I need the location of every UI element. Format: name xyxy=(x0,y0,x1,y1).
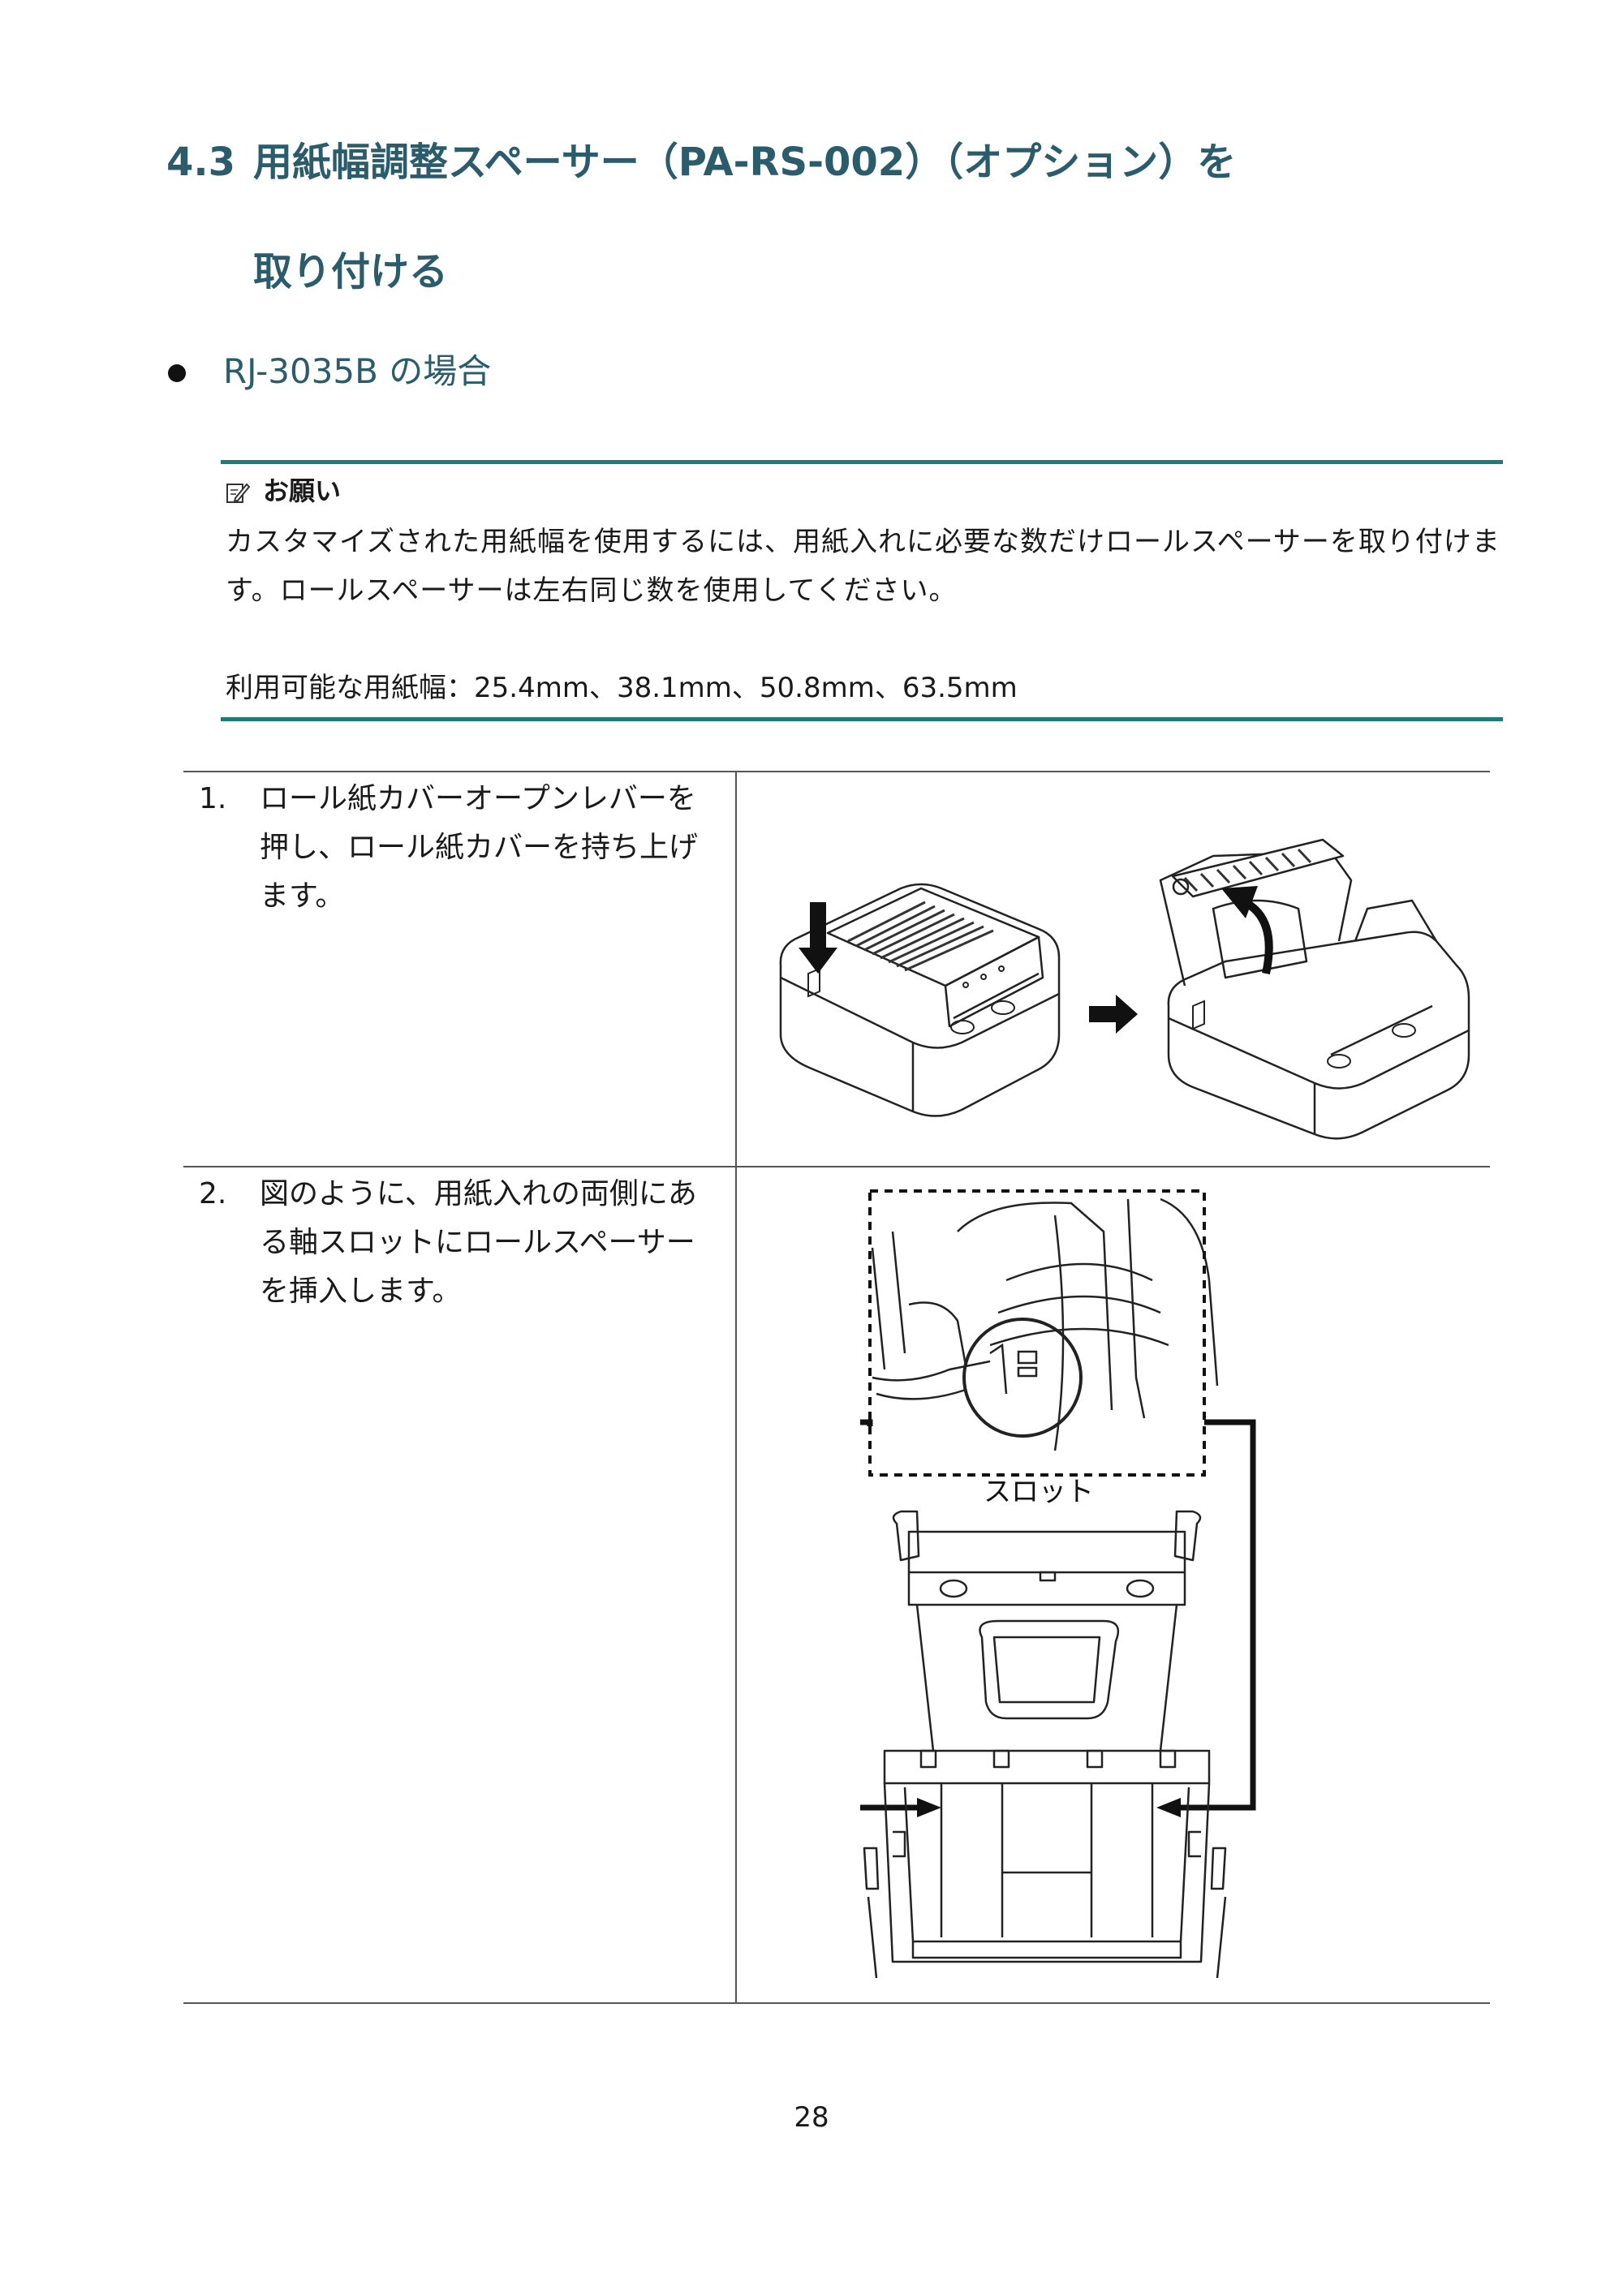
note-bottom-rule xyxy=(221,717,1503,721)
note-title: お願い xyxy=(226,475,341,507)
note-title-text: お願い xyxy=(263,475,342,506)
step-number: 1. xyxy=(199,782,227,815)
section-title-line1: 用紙幅調整スペーサー（PA-RS-002）（オプション）を xyxy=(253,140,1237,185)
step-text: 図のように、用紙入れの両側にある軸スロットにロールスペーサーを挿入します。 xyxy=(260,1177,697,1308)
page-number: 28 xyxy=(794,2101,829,2134)
table-bottom-border xyxy=(183,2002,1490,2004)
step-number: 2. xyxy=(199,1177,227,1210)
table-top-border xyxy=(183,771,1490,772)
section-title-line2: 取り付ける xyxy=(253,249,449,295)
note-top-rule xyxy=(221,460,1503,464)
table-column-divider xyxy=(735,771,737,2004)
table-row-divider xyxy=(183,1166,1490,1167)
slot-label: スロット xyxy=(984,1476,1094,1508)
step-1: 1. ロール紙カバーオープンレバーを押し、ロール紙カバーを持ち上げます。 xyxy=(199,775,718,921)
section-number: 4.3 xyxy=(166,140,236,185)
spacer-slot-illustration: スロット xyxy=(860,1189,1256,1979)
step-2: 2. 図のように、用紙入れの両側にある軸スロットにロールスペーサーを挿入します。 xyxy=(199,1170,718,1316)
available-widths: 利用可能な用紙幅：25.4mm、38.1mm、50.8mm、63.5mm xyxy=(226,672,1018,704)
open-cover-illustration xyxy=(779,838,1470,1140)
step-text: ロール紙カバーオープンレバーを押し、ロール紙カバーを持ち上げます。 xyxy=(260,782,699,913)
memo-pencil-icon xyxy=(226,483,251,503)
bullet-icon xyxy=(168,364,186,382)
model-heading: RJ-3035B の場合 xyxy=(223,351,492,391)
section-heading: 4.3 用紙幅調整スペーサー（PA-RS-002）（オプション）を xyxy=(166,138,1236,187)
note-body: カスタマイズされた用紙幅を使用するには、用紙入れに必要な数だけロールスペーサーを… xyxy=(226,526,1500,607)
